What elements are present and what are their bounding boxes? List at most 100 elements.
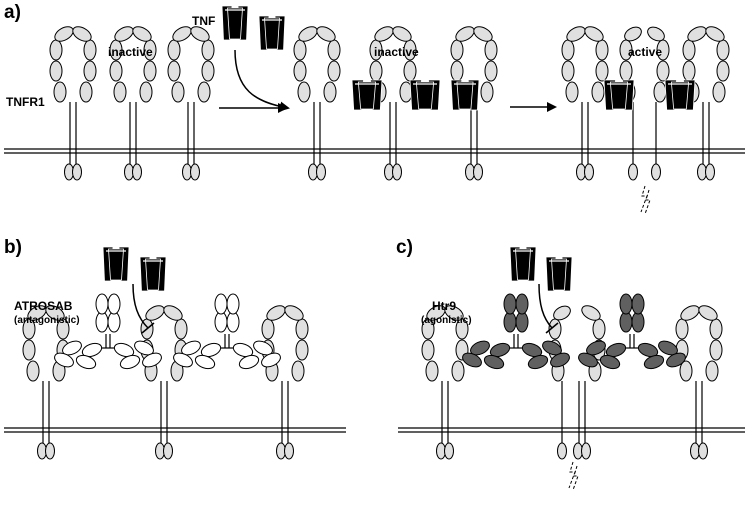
tnf-trimer-c <box>545 256 573 292</box>
receptor-domain <box>201 60 215 82</box>
receptor-domain <box>595 39 609 61</box>
panel-a-label: a) <box>4 2 21 23</box>
death-domain <box>651 163 661 181</box>
receptor-domain <box>698 305 718 321</box>
receptor-domain <box>197 81 211 103</box>
htr9-antibody <box>578 293 686 370</box>
tnf-trimer-bound <box>450 79 480 111</box>
receptor-domain <box>647 26 665 42</box>
receptor-domain <box>403 60 417 82</box>
state-inactive-1: inactive <box>108 45 153 59</box>
antibody-domain <box>226 311 240 333</box>
receptor-domain <box>682 39 696 61</box>
receptor-domain <box>53 81 67 103</box>
arrow-tnf-binding <box>234 49 290 112</box>
tnf-trimer-active <box>664 79 696 111</box>
antibody-domain <box>232 342 254 358</box>
receptor-domain <box>284 305 304 321</box>
receptor-domain <box>675 318 689 340</box>
tnfr1-receptor <box>369 26 417 181</box>
death-domain <box>628 163 638 181</box>
inhibition-arrow-b <box>132 283 149 329</box>
receptor-domain <box>682 60 696 82</box>
receptor-domain <box>293 60 307 82</box>
antibody-domain <box>95 311 109 333</box>
receptor-domain <box>473 26 493 42</box>
antibody-domain <box>515 293 529 315</box>
atrosab-type-label: (antagonistic) <box>14 315 80 326</box>
receptor-domain <box>109 60 123 82</box>
tnf-subunit <box>415 81 435 110</box>
death-domain <box>581 442 591 460</box>
tnf-subunit <box>515 248 531 281</box>
tnf-trimer-c <box>509 246 537 282</box>
receptor-domain <box>167 39 181 61</box>
receptor-domain <box>327 60 341 82</box>
antibody-domain <box>666 352 686 368</box>
receptor-domain <box>190 26 210 42</box>
antibody-domain <box>503 311 517 333</box>
death-domain <box>132 163 142 181</box>
receptor-domain <box>705 26 725 42</box>
receptor-domain <box>72 26 92 42</box>
antibody-domain <box>631 293 645 315</box>
antibody-domain <box>599 354 621 370</box>
receptor-domain <box>293 39 307 61</box>
tnfr1-receptor <box>261 305 309 460</box>
antibody-domain <box>658 340 678 356</box>
signal-bolt-line <box>568 461 576 489</box>
receptor-domain <box>79 81 93 103</box>
antibody-domain <box>631 311 645 333</box>
tnf-trimer-b <box>139 256 167 292</box>
receptor-domain <box>619 60 633 82</box>
receptor-domain <box>581 305 601 321</box>
receptor-domain <box>143 60 157 82</box>
receptor-domain <box>174 318 188 340</box>
antibody-domain <box>542 340 562 356</box>
receptor-domain <box>295 339 309 361</box>
death-domain <box>557 442 567 460</box>
receptor-domain <box>591 81 605 103</box>
receptor-domain <box>172 26 192 42</box>
receptor-domain <box>295 318 309 340</box>
tnfr1-receptor <box>421 305 469 460</box>
death-domain <box>190 163 200 181</box>
receptor-domain <box>451 360 465 382</box>
receptor-domain <box>444 305 464 321</box>
signal-bolt-line <box>644 189 651 215</box>
receptor-domain <box>49 60 63 82</box>
receptor-domain <box>201 39 215 61</box>
antibody-domain <box>619 311 633 333</box>
antibody-domain <box>75 354 97 370</box>
death-domain <box>284 442 294 460</box>
receptor-domain <box>653 81 667 103</box>
receptor-domain <box>49 39 63 61</box>
receptor-domain <box>716 39 730 61</box>
receptor-domain <box>327 39 341 61</box>
receptor-domain <box>426 305 446 321</box>
receptor-domain <box>171 81 185 103</box>
receptor-domain <box>421 339 435 361</box>
tnfr1-receptor <box>682 26 730 181</box>
signal-bolt-line <box>572 465 579 491</box>
receptor-domain <box>83 60 97 82</box>
death-domain <box>698 442 708 460</box>
receptor-domain <box>83 39 97 61</box>
receptor-domain <box>716 60 730 82</box>
atrosab-antibody <box>54 293 162 370</box>
antibody-domain <box>95 293 109 315</box>
receptor-domain <box>565 81 579 103</box>
receptor-domain <box>114 26 134 42</box>
antibody-domain <box>81 342 103 358</box>
receptor-domain <box>145 305 165 321</box>
receptor-domain <box>323 81 337 103</box>
antibody-domain <box>181 340 201 356</box>
antibody-domain <box>462 352 482 368</box>
antibody-domain <box>515 311 529 333</box>
receptor-domain <box>584 26 604 42</box>
tnf-trimer-bound <box>409 79 441 111</box>
receptor-domain <box>167 60 181 82</box>
state-active: active <box>628 45 663 59</box>
state-inactive-2: inactive <box>374 45 419 59</box>
tnf-label: TNF <box>192 14 216 28</box>
